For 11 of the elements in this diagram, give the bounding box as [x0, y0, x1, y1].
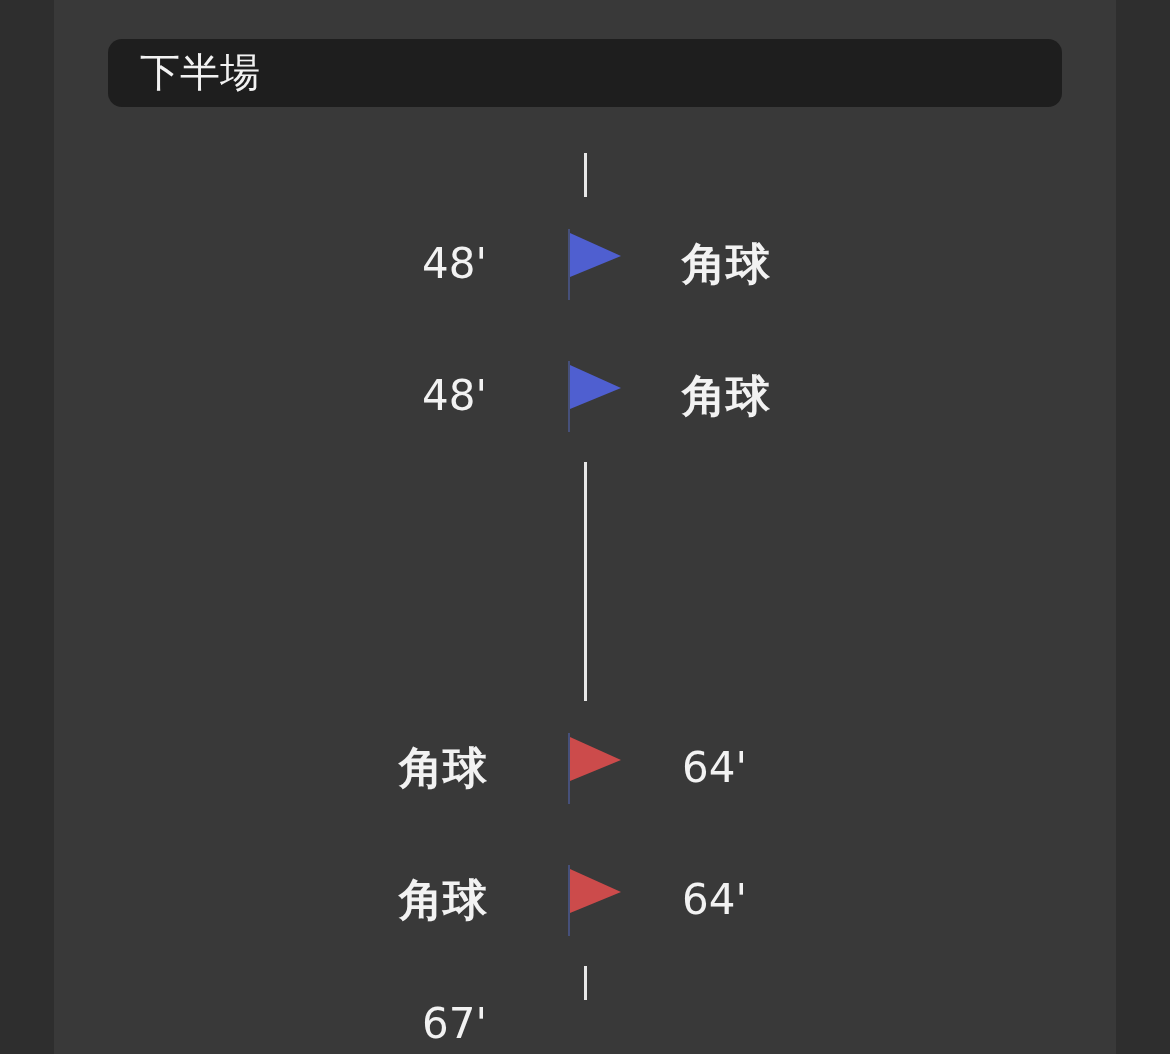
event-label: 角球 — [399, 875, 487, 925]
minute-label: 48' — [422, 239, 487, 289]
minute-label: 48' — [422, 371, 487, 421]
event-label: 角球 — [682, 239, 770, 289]
minute-label: 67' — [422, 999, 487, 1049]
event-label: 角球 — [682, 371, 770, 421]
event-label: 角球 — [399, 743, 487, 793]
section-header-bar — [108, 39, 1062, 107]
minute-label: 64' — [682, 743, 747, 793]
minute-label: 64' — [682, 875, 747, 925]
section-title: 下半場 — [140, 48, 260, 96]
